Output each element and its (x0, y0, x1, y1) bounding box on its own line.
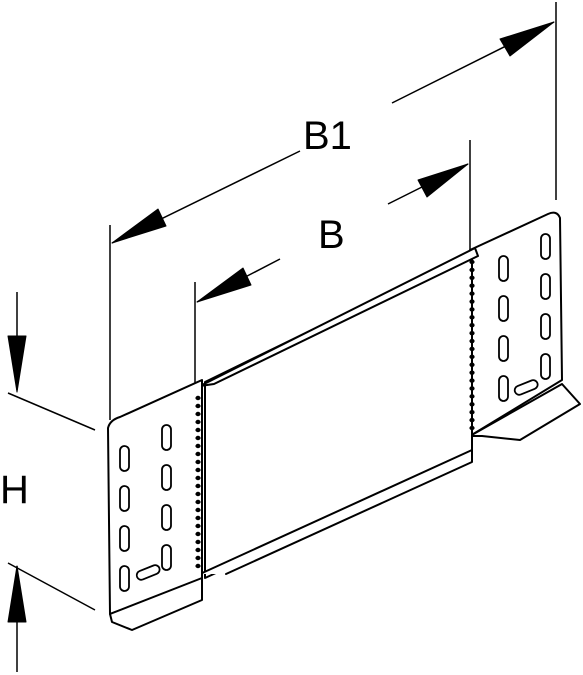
hole (195, 427, 201, 433)
hole (469, 275, 475, 281)
right-hole-row (469, 259, 475, 431)
hole (195, 499, 201, 505)
hole (195, 507, 201, 513)
slot (540, 313, 551, 340)
slot (498, 335, 509, 362)
hole (195, 491, 201, 497)
hole (195, 523, 201, 529)
hole (195, 395, 201, 401)
label-b: B (318, 213, 345, 257)
dimension-b (196, 163, 469, 303)
hole (469, 291, 475, 296)
tray-bottom-panel (199, 247, 479, 579)
hole (469, 299, 475, 304)
slot-horizontal (513, 379, 539, 396)
slot (498, 295, 509, 322)
right-side-plate (469, 211, 581, 441)
hole (469, 346, 475, 352)
left-hole-row (195, 395, 201, 569)
hole (469, 338, 475, 344)
hole (469, 315, 475, 320)
dimension-h (7, 292, 27, 672)
hole (469, 386, 475, 391)
hole (195, 443, 201, 449)
slot (119, 445, 130, 472)
hole (195, 451, 201, 457)
b-right-arrow (417, 163, 469, 198)
hole (469, 409, 475, 415)
hole (195, 475, 201, 481)
slot (540, 233, 551, 260)
slot (161, 504, 172, 531)
hole (195, 539, 201, 545)
slot (498, 255, 509, 282)
right-plate-slots (498, 233, 551, 402)
hole (195, 555, 201, 561)
slot (161, 464, 172, 491)
hole (469, 417, 475, 423)
hole (195, 459, 201, 465)
hole (195, 547, 201, 553)
b1-left-arrow (111, 208, 167, 244)
hole (195, 531, 201, 537)
hole (469, 394, 475, 399)
hole (195, 515, 201, 521)
left-side-plate (107, 379, 203, 631)
slot (540, 273, 551, 300)
slot (498, 375, 509, 402)
dimension-b1 (111, 21, 555, 244)
hole (195, 403, 201, 409)
hole (469, 362, 475, 367)
label-b1: B1 (303, 114, 352, 158)
slot-horizontal (135, 564, 161, 581)
hole (469, 354, 475, 360)
hole (469, 330, 475, 336)
hole (195, 483, 201, 489)
h-top-arrow (7, 335, 27, 393)
hole (195, 435, 201, 441)
hole (469, 378, 475, 383)
slot (161, 544, 172, 571)
left-plate-slots (119, 424, 172, 592)
hole (195, 467, 201, 473)
slot (161, 424, 172, 451)
hole (469, 259, 475, 265)
hole (469, 402, 475, 407)
slot (119, 565, 130, 592)
b1-right-arrow (499, 21, 555, 57)
hole (469, 267, 475, 273)
h-bottom-arrow (7, 565, 27, 623)
hole (469, 425, 475, 431)
extension-lines (7, 2, 557, 611)
label-h: H (0, 468, 29, 512)
slot (119, 485, 130, 512)
b-left-arrow (196, 267, 252, 303)
hole (195, 419, 201, 425)
hole (469, 323, 475, 328)
hole (469, 283, 475, 288)
hole (469, 370, 475, 375)
hole (195, 563, 201, 569)
slot (119, 525, 130, 552)
slot (540, 353, 551, 380)
hole (195, 411, 201, 417)
hole (469, 307, 475, 312)
